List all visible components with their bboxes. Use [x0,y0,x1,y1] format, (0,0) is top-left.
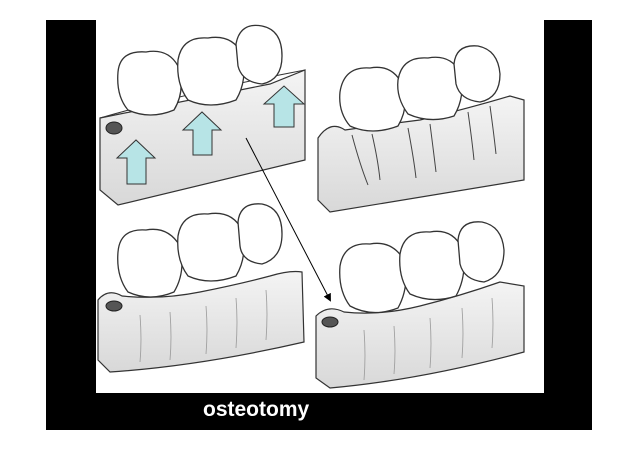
tooth-icon [117,203,283,298]
root-lines [139,289,268,363]
illustration-before-osteotomy [99,24,306,206]
gingiva-icon [97,270,305,373]
illustration-gingiva-covered [97,203,305,373]
socket-icon [105,300,123,312]
root-lines [351,105,497,186]
socket-icon [321,316,339,328]
tooth-icon [339,45,501,132]
socket-icon [105,121,123,135]
tooth-icon [117,24,283,116]
illustration-reshaped-bone [317,45,525,213]
root-lines [363,297,494,381]
bone-block-icon [317,95,525,213]
caption-text: osteotomy [203,398,310,421]
tooth-icon [339,221,505,314]
gingiva-icon [315,281,525,389]
up-arrow-icon [115,85,306,185]
illustration-final-result [315,221,525,389]
connector-arrow [245,137,331,302]
